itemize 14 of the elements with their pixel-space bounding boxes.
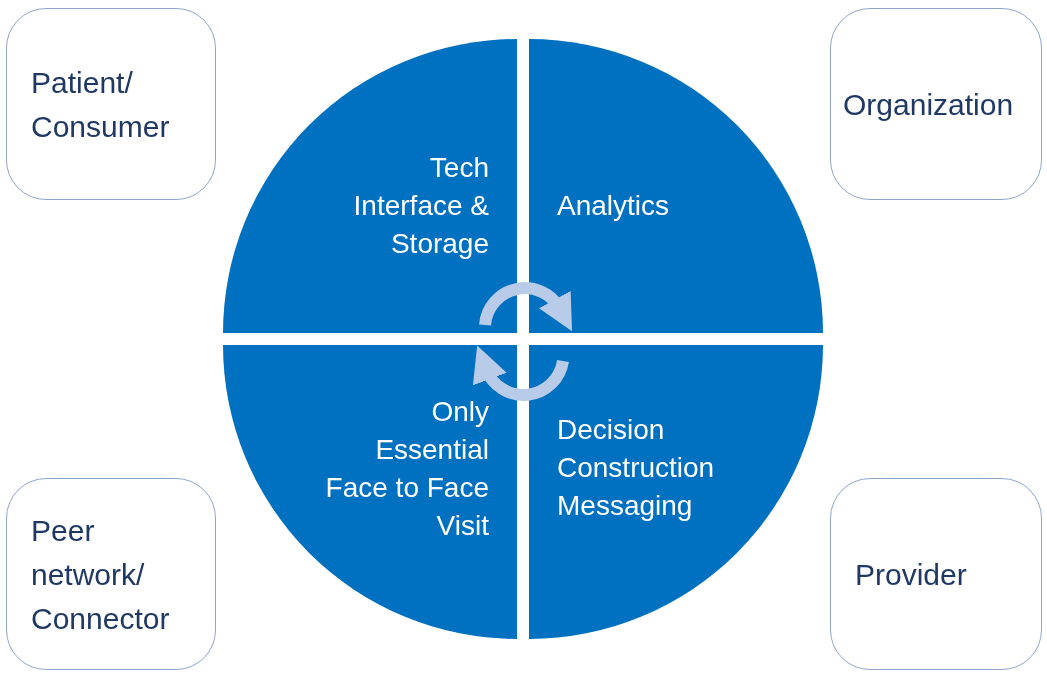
cycle-arrow	[474, 346, 569, 401]
stakeholder-box	[6, 8, 216, 200]
segment-label: Decision Construction Messaging	[557, 413, 716, 523]
stakeholder-box	[830, 478, 1042, 670]
stakeholder-label: Organization	[843, 87, 1015, 123]
stakeholder-box	[6, 478, 216, 670]
stakeholder-label: Provider	[855, 557, 968, 593]
segment-label: Only Essential Face to Face Visit	[324, 395, 489, 543]
stakeholder-box	[830, 8, 1042, 200]
segment-label: Analytics	[557, 189, 671, 223]
segment-label: Tech Interface & Storage	[352, 151, 489, 261]
stakeholder-label: Patient/ Consumer	[31, 65, 171, 145]
stakeholder-label: Peer network/ Connector	[31, 513, 171, 637]
cycle-arrow	[479, 282, 574, 331]
